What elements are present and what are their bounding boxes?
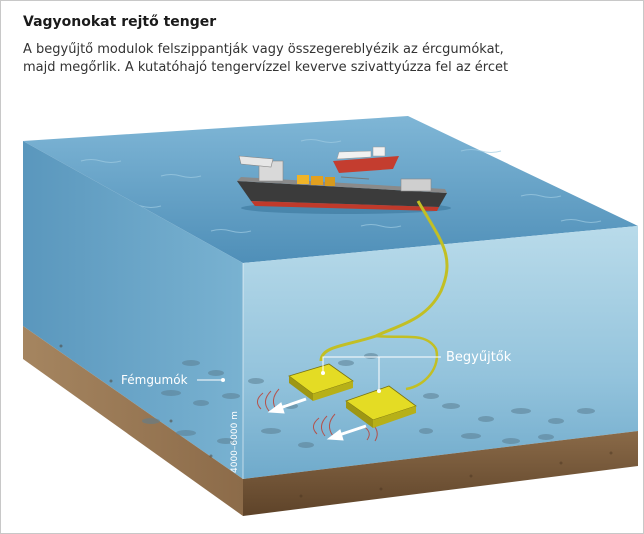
support-vessel: [333, 146, 399, 173]
infographic-title: Vagyonokat rejtő tenger: [23, 14, 217, 30]
collectors-label: Begyűjtők: [446, 350, 512, 365]
water-front-face: [243, 226, 638, 479]
collector-module-1: [288, 363, 354, 401]
collector-module-2: [345, 385, 417, 428]
research-ship: [237, 155, 451, 214]
motion-arrows: [267, 397, 367, 441]
water-left-face: [23, 141, 243, 479]
nodules-label: Fémgumók: [121, 373, 188, 387]
collector-hose: [375, 334, 439, 391]
seabed-texture: [59, 344, 613, 498]
riser-pipe: [319, 200, 449, 362]
depth-label: 4000–6000 m: [230, 411, 240, 473]
subtitle-line-2: majd megőrlik. A kutatóhajó tengervízzel…: [23, 60, 509, 75]
subtitle-line-1: A begyűjtő modulok felszippantják vagy ö…: [23, 42, 504, 57]
seabed-front-face: [243, 431, 638, 516]
seabed-left-face: [23, 326, 243, 516]
nodule-field: [142, 353, 595, 448]
collectors-callout: [321, 356, 441, 393]
infographic-subtitle: A begyűjtő modulok felszippantják vagy ö…: [23, 41, 623, 77]
